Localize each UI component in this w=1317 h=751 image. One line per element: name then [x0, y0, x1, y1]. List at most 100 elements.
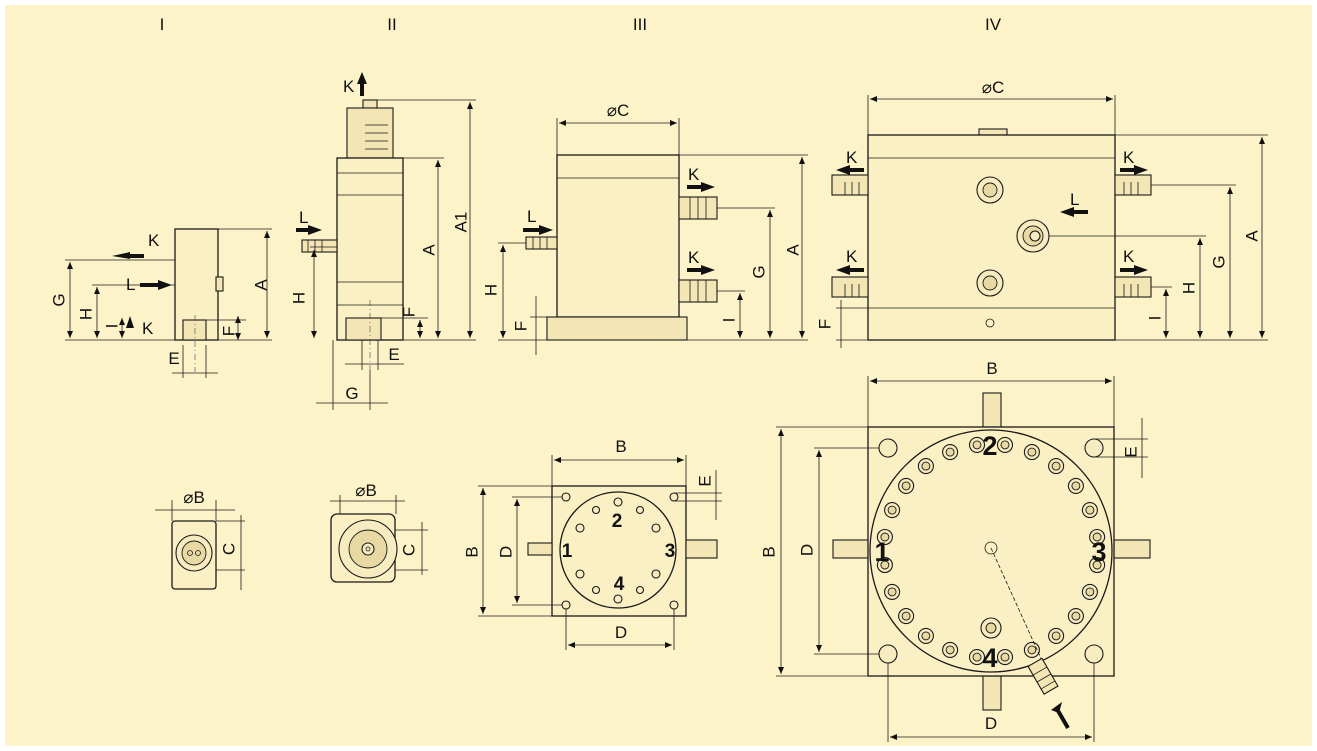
bolt-hole-inner [1071, 481, 1081, 491]
model-4-port-2: 2 [982, 431, 997, 461]
model-3-label-k-upper: K [688, 165, 700, 184]
model-3-port-4: 4 [614, 574, 625, 595]
model-3-cylinder [559, 491, 677, 609]
model-1-dim-g: G [49, 293, 68, 306]
model-2-inlet-arrow [308, 225, 322, 235]
bolt-hole-inner [880, 532, 890, 542]
model-2-body [336, 157, 404, 341]
model-3-top-view: 1 2 3 4 B B D D E [462, 437, 722, 650]
model-1-dim-c: C [219, 543, 238, 555]
model-3-body [556, 154, 680, 318]
column-header-4: IV [985, 15, 1002, 34]
model-3-side-view: ⌀C A G I H F K K L [481, 101, 808, 355]
model-2-label-k: K [343, 77, 355, 96]
model-2-exhaust-arrow [357, 72, 367, 84]
model-4-bolt-ring [876, 436, 1106, 666]
model-4-label-k-lu: K [846, 148, 858, 167]
model-4-inlet-nipple [1027, 657, 1059, 695]
bolt-hole-inner [1085, 587, 1095, 597]
bolt-hole-inner [887, 587, 897, 597]
model-1-dim-phi-b: ⌀B [183, 488, 205, 507]
model-2-dim-f: F [399, 307, 418, 317]
column-header-2: II [387, 15, 396, 34]
model-2-dim-e: E [388, 345, 399, 364]
model-1-dim-a: A [251, 279, 270, 291]
bolt-hole-inner [1085, 505, 1095, 515]
model-1-dim-e: E [168, 349, 179, 368]
model-4-dim-f: F [815, 319, 834, 329]
bolt-hole-inner [1027, 645, 1037, 655]
model-2-top-view: ⌀B C [330, 481, 428, 583]
model-3-dim-g: G [749, 265, 768, 278]
bolt-hole-inner [1071, 611, 1081, 621]
model-3-label-l: L [527, 207, 536, 226]
bolt-hole-inner [1000, 440, 1010, 450]
model-2-dim-c: C [399, 544, 418, 556]
model-4-dim-d-bottom: D [985, 714, 997, 733]
model-4-cylinder [869, 429, 1113, 673]
model-3-base [546, 316, 688, 341]
model-3-inlet-arrow [539, 225, 553, 235]
model-1-label-k-upper: K [148, 231, 160, 250]
model-4-port-3: 3 [1091, 537, 1106, 567]
model-1-exhaust-arrow-lower [126, 316, 134, 328]
bolt-hole-inner [901, 481, 911, 491]
model-4-side-view: ⌀C A G H I F K K K K L [815, 78, 1268, 348]
model-4-exhaust-arrow-ru [1134, 165, 1148, 175]
model-3-dim-b-side: B [462, 546, 481, 557]
model-4-dim-i: I [1145, 316, 1164, 321]
model-4-dim-phi-c: ⌀C [982, 78, 1005, 97]
bolt-hole-inner [1051, 461, 1061, 471]
model-4-label-k-ru: K [1123, 148, 1135, 167]
column-header-3: III [633, 15, 647, 34]
model-4-body [867, 134, 1116, 341]
model-4-dim-h: H [1179, 282, 1198, 294]
bolt-hole-inner [921, 461, 931, 471]
model-3-dim-b-top: B [615, 437, 626, 456]
model-1-inlet-arrow [158, 280, 172, 290]
model-4-dim-e: E [1121, 446, 1140, 457]
bolt-hole-inner [972, 652, 982, 662]
model-1-side-view: A G H I F E K L K [49, 228, 272, 378]
bolt-hole-inner [1092, 560, 1102, 570]
bolt-hole-inner [887, 505, 897, 515]
drawing-background [5, 5, 1312, 746]
model-3-dim-d-bottom: D [615, 623, 627, 642]
bolt-hole-inner [921, 631, 931, 641]
model-4-dim-g: G [1209, 255, 1228, 268]
model-3-dim-d-side: D [496, 546, 515, 558]
model-2-label-l: L [299, 208, 308, 227]
model-2-dim-phi-b: ⌀B [355, 481, 377, 500]
model-3-dim-f: F [511, 321, 530, 331]
model-3-exhaust-arrow-lower [701, 265, 715, 275]
model-1-dim-h: H [76, 308, 95, 320]
model-4-port-1: 1 [874, 537, 889, 567]
model-3-dim-i: I [719, 318, 738, 323]
model-2-dim-g: G [345, 384, 358, 403]
bolt-hole-inner [945, 645, 955, 655]
model-3-inlet-nipple [525, 236, 558, 250]
bolt-hole-inner [880, 560, 890, 570]
model-3-dim-a: A [783, 244, 802, 256]
model-3-exhaust-arrow-upper [701, 182, 715, 192]
bolt-hole-inner [1051, 631, 1061, 641]
model-4-exhaust-arrow-ll [836, 265, 850, 275]
model-4-exhaust-right-lower [1114, 276, 1152, 298]
model-1-label-l: L [126, 275, 135, 294]
column-header-1: I [160, 15, 165, 34]
model-4-dim-b-side: B [759, 546, 778, 557]
model-4-dim-a: A [1242, 230, 1261, 242]
bolt-hole-inner [1000, 652, 1010, 662]
model-1-dim-i: I [102, 324, 121, 329]
model-1-label-k-lower: K [142, 319, 154, 338]
model-1-exhaust-arrow-upper [112, 252, 130, 259]
model-2-dim-h: H [289, 292, 308, 304]
bolt-hole-inner [901, 611, 911, 621]
bolt-hole-inner [1092, 532, 1102, 542]
model-4-exhaust-right-upper [1114, 174, 1152, 196]
model-4-label-k-rl: K [1123, 247, 1135, 266]
model-4-dim-d-side: D [797, 544, 816, 556]
model-4-inlet-arrow [1060, 207, 1074, 217]
model-3-port-2: 2 [612, 511, 623, 532]
